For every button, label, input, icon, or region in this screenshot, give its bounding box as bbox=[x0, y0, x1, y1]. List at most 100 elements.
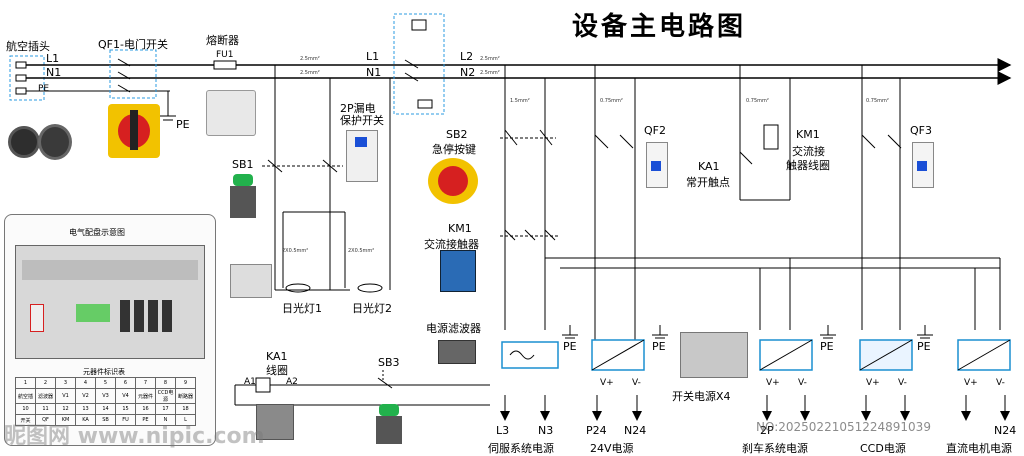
servo-psu-box bbox=[501, 341, 559, 369]
label-vplus-2: V+ bbox=[766, 378, 780, 388]
lamp-photo bbox=[230, 264, 272, 298]
label-pe-24v: PE bbox=[652, 340, 666, 353]
label-vminus-3: V- bbox=[898, 378, 907, 388]
diagram-title: 设备主电路图 bbox=[572, 12, 747, 42]
label-lamp1: 日光灯1 bbox=[282, 302, 322, 315]
label-sb2: SB2 bbox=[446, 128, 468, 141]
label-qf1: QF1-电门开关 bbox=[98, 38, 168, 51]
km1-coil-symbol bbox=[763, 124, 779, 150]
psu-x4-photo bbox=[680, 332, 748, 378]
label-out-n3: N3 bbox=[538, 424, 554, 437]
psu-brake-box bbox=[759, 339, 813, 371]
label-pe-servo: PE bbox=[563, 340, 577, 353]
qf3-breaker-photo bbox=[912, 142, 934, 188]
label-filter: 电源滤波器 bbox=[426, 322, 481, 335]
label-n1-mid: N1 bbox=[366, 66, 382, 79]
panel-board bbox=[15, 245, 205, 359]
label-vminus-2: V- bbox=[798, 378, 807, 388]
watermark-id: NO:20250221051224891039 bbox=[756, 420, 931, 434]
label-leak-protect-2: 保护开关 bbox=[340, 114, 384, 127]
fuse-symbol bbox=[213, 60, 237, 70]
watermark: 昵图网 www.nipic.com bbox=[4, 424, 265, 449]
label-vplus-3: V+ bbox=[866, 378, 880, 388]
wire-spec-6: 0.75mm² bbox=[600, 98, 623, 104]
lamp2-symbol bbox=[344, 212, 383, 293]
qf2-breaker-photo bbox=[646, 142, 668, 188]
label-a1: A1 bbox=[244, 377, 256, 387]
label-ka1-desc: 常开触点 bbox=[686, 176, 730, 189]
wire-spec-3: 2.5mm² bbox=[480, 56, 500, 62]
label-a2: A2 bbox=[286, 377, 298, 387]
label-l2: L2 bbox=[460, 50, 474, 63]
label-vplus-1: V+ bbox=[600, 378, 614, 388]
wire-spec-4: 2.5mm² bbox=[480, 70, 500, 76]
label-n2: N2 bbox=[460, 66, 476, 79]
label-out-l3: L3 bbox=[496, 424, 510, 437]
ka1-coil-symbol bbox=[255, 377, 271, 393]
label-km1-contactor-desc: 交流接触器 bbox=[424, 238, 479, 251]
label-out-dc-motor: 直流电机电源 bbox=[946, 442, 1012, 455]
wire-spec-1: 2.5mm² bbox=[300, 56, 320, 62]
label-km1-contactor: KM1 bbox=[448, 222, 472, 235]
label-vminus-1: V- bbox=[632, 378, 641, 388]
wire-spec-5: 1.5mm² bbox=[510, 98, 530, 104]
wire-spec-2: 2.5mm² bbox=[300, 70, 320, 76]
filter-photo bbox=[438, 340, 476, 364]
psu-dc-motor-box bbox=[957, 339, 1011, 371]
psu-24v-box bbox=[591, 339, 645, 371]
label-aviation-plug: 航空插头 bbox=[6, 40, 50, 53]
leak-protect-box bbox=[393, 13, 445, 115]
label-km1-coil-2: 触器线圈 bbox=[786, 159, 830, 172]
label-pe-ccd: PE bbox=[917, 340, 931, 353]
label-out-ccd: CCD电源 bbox=[860, 442, 906, 455]
wire-spec-7: 0.75mm² bbox=[746, 98, 769, 104]
label-ka1-bottom: KA1 bbox=[266, 350, 288, 363]
panel-title: 电气配盘示意图 bbox=[69, 228, 125, 237]
label-ka1: KA1 bbox=[698, 160, 720, 173]
label-km1-coil-1: 交流接 bbox=[792, 145, 825, 158]
label-out-servo: 伺服系统电源 bbox=[488, 442, 554, 455]
label-vminus-4: V- bbox=[996, 378, 1005, 388]
label-pe-left: PE bbox=[176, 118, 190, 131]
label-km1-coil: KM1 bbox=[796, 128, 820, 141]
label-l1: L1 bbox=[46, 52, 60, 65]
wire-spec-lamp-1: 2X0.5mm² bbox=[282, 248, 309, 254]
label-out-2p: 2P bbox=[760, 424, 774, 437]
label-lamp2: 日光灯2 bbox=[352, 302, 392, 315]
label-fu1: FU1 bbox=[216, 50, 234, 60]
estop-photo bbox=[428, 158, 478, 204]
label-psu-x4: 开关电源X4 bbox=[672, 390, 731, 403]
wire-spec-lamp-2: 2X0.5mm² bbox=[348, 248, 375, 254]
qf1-switch-photo bbox=[108, 104, 160, 158]
wire-spec-8: 0.75mm² bbox=[866, 98, 889, 104]
label-out-24v: 24V电源 bbox=[590, 442, 634, 455]
aviation-plug-photo bbox=[8, 120, 72, 168]
table-title: 元器件标识表 bbox=[83, 368, 125, 376]
label-qf3: QF3 bbox=[910, 124, 932, 137]
label-out-brake: 刹车系统电源 bbox=[742, 442, 808, 455]
label-sb3: SB3 bbox=[378, 356, 400, 369]
ka1-relay-photo bbox=[256, 404, 294, 440]
label-pe-small: PE bbox=[38, 84, 50, 94]
label-out-n24-right: N24 bbox=[994, 424, 1017, 437]
label-out-p24: P24 bbox=[586, 424, 607, 437]
label-out-n24: N24 bbox=[624, 424, 647, 437]
label-leak-protect-1: 2P漏电 bbox=[340, 102, 376, 115]
label-qf2: QF2 bbox=[644, 124, 666, 137]
fuse-photo bbox=[206, 90, 256, 136]
label-l1-mid: L1 bbox=[366, 50, 380, 63]
qf1-switch-symbol bbox=[109, 49, 157, 99]
label-n1: N1 bbox=[46, 66, 62, 79]
sb1-button-photo bbox=[230, 174, 256, 220]
label-vplus-4: V+ bbox=[964, 378, 978, 388]
sb3-button-photo bbox=[376, 404, 402, 444]
label-pe-brake: PE bbox=[820, 340, 834, 353]
psu-ccd-box bbox=[859, 339, 913, 371]
label-fuse: 熔断器 bbox=[206, 34, 239, 47]
leak-protect-photo bbox=[346, 130, 378, 182]
km1-contactor-photo bbox=[440, 250, 476, 292]
label-sb1: SB1 bbox=[232, 158, 254, 171]
